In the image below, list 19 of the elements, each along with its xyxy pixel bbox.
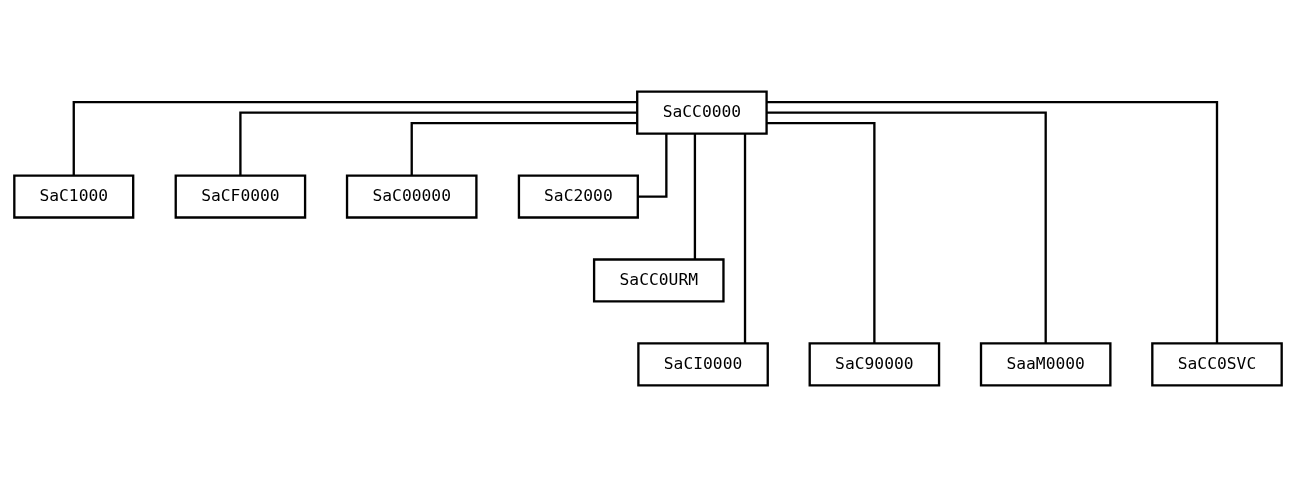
node-box: SaCC0000	[636, 90, 768, 135]
connector	[766, 121, 876, 344]
node-box: SaCC0URM	[592, 258, 725, 303]
connector	[766, 101, 1219, 344]
connector	[410, 121, 638, 176]
node-box: SaCF0000	[174, 174, 307, 219]
node-box: SaC90000	[808, 342, 941, 387]
node-box: SaC00000	[345, 174, 478, 219]
connector	[743, 133, 747, 344]
node-box: SaC2000	[517, 174, 639, 219]
node-box: SaCI0000	[637, 342, 769, 387]
node-box: SaaM0000	[979, 342, 1112, 387]
node-box: SaC1000	[13, 174, 135, 219]
node-box: SaCC0SVC	[1151, 342, 1283, 387]
connector	[766, 111, 1047, 344]
connector	[693, 133, 697, 260]
connector	[638, 133, 668, 198]
connector	[239, 111, 637, 176]
connector	[72, 101, 638, 176]
